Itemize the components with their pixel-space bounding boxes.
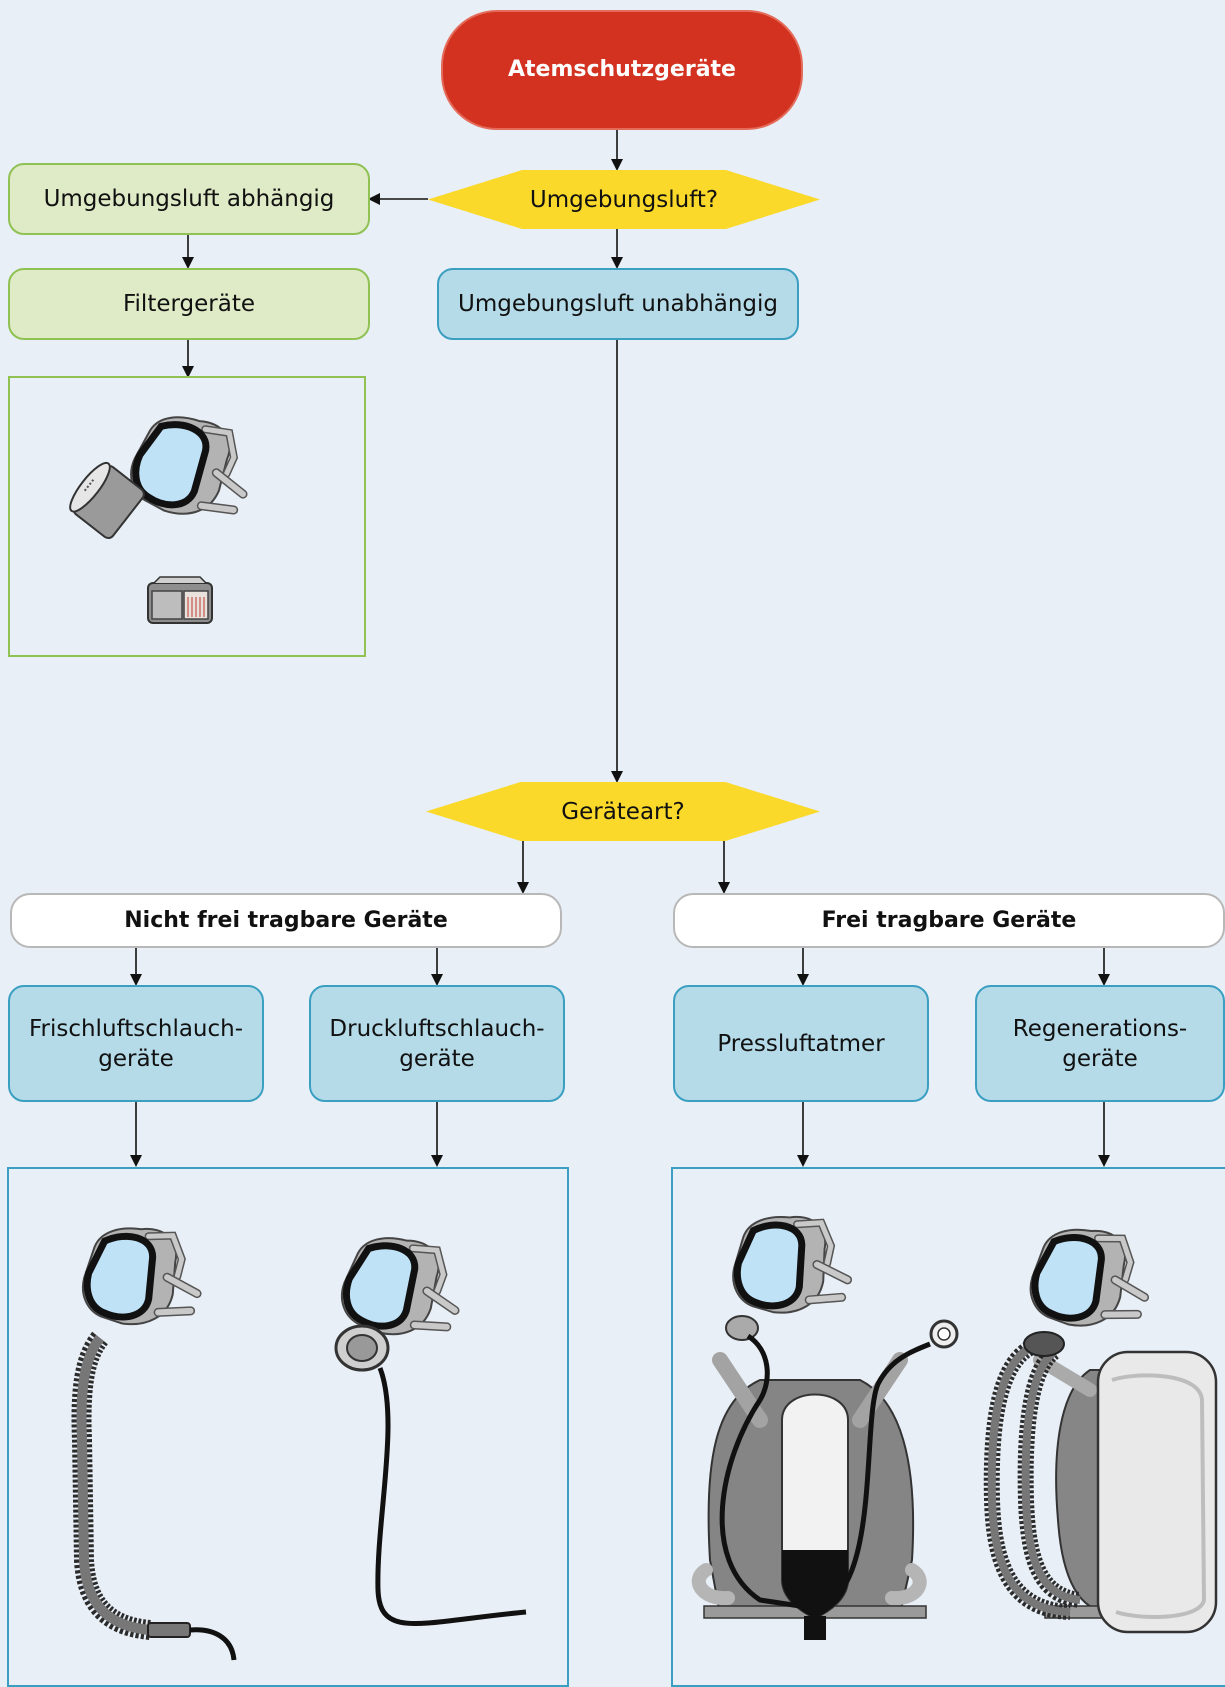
node-fresh-air-hose-devices-label-line2: geräte: [98, 1045, 174, 1072]
filter-devices-image-frame: [8, 376, 366, 657]
node-compressed-air-hose-devices-label-line1: Druckluftschlauch-: [329, 1015, 545, 1042]
node-portable-devices: Frei tragbare Geräte: [673, 893, 1225, 948]
node-ambient-air-independent: Umgebungsluft unabhängig: [437, 268, 799, 340]
node-compressed-air-hose-devices-label-line2: geräte: [399, 1045, 475, 1072]
node-not-portable-devices: Nicht frei tragbare Geräte: [10, 893, 562, 948]
compressed-air-hose-mask-icon: [332, 1226, 527, 1627]
root-node: Atemschutzgeräte: [441, 10, 803, 130]
fresh-air-hose-mask-icon: [76, 1220, 237, 1661]
node-ambient-air-independent-label: Umgebungsluft unabhängig: [457, 291, 778, 317]
node-ambient-air-dependent-label: Umgebungsluft abhängig: [43, 186, 335, 212]
node-ambient-air-dependent: Umgebungsluft abhängig: [8, 163, 370, 235]
node-regeneration-devices: Regenerations- geräte: [975, 985, 1225, 1102]
node-fresh-air-hose-devices: Frischluftschlauch- geräte: [8, 985, 264, 1102]
filter-cartridge-icon: [147, 576, 213, 624]
node-regeneration-devices-label-line2: geräte: [1062, 1045, 1138, 1072]
scba-icon: [691, 1210, 959, 1640]
node-not-portable-devices-label: Nicht frei tragbare Geräte: [124, 907, 448, 933]
decision-ambient-air-label: Umgebungsluft?: [529, 186, 719, 213]
root-label: Atemschutzgeräte: [508, 57, 736, 82]
decision-device-type-label: Geräteart?: [561, 798, 685, 825]
node-regeneration-devices-label-line1: Regenerations-: [1012, 1015, 1188, 1042]
node-compressed-air-hose-devices: Druckluftschlauch- geräte: [309, 985, 565, 1102]
node-filter-devices-label: Filtergeräte: [122, 291, 256, 317]
filter-mask-icon: [69, 388, 260, 540]
node-scba-label: Pressluftatmer: [717, 1030, 885, 1057]
node-portable-devices-label: Frei tragbare Geräte: [821, 907, 1077, 933]
node-scba: Pressluftatmer: [673, 985, 929, 1102]
decision-ambient-air: Umgebungsluft?: [428, 170, 820, 229]
node-filter-devices: Filtergeräte: [8, 268, 370, 340]
decision-device-type: Geräteart?: [426, 782, 820, 841]
node-fresh-air-hose-devices-label-line1: Frischluftschlauch-: [28, 1015, 244, 1042]
rebreather-icon: [983, 1220, 1218, 1634]
